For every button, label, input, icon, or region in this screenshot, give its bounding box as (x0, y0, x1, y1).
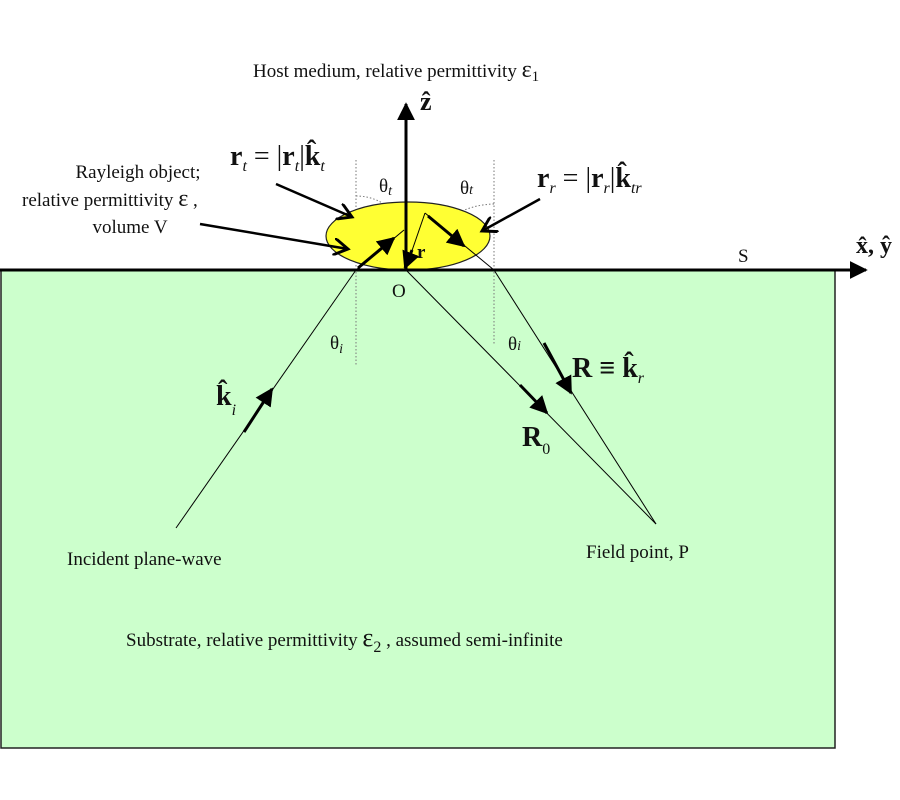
reflected-ray-line (493, 269, 657, 525)
theta-i-right-label: θi (508, 334, 521, 355)
rr-pointer (482, 197, 541, 231)
rt-pointer (275, 182, 352, 217)
transmitted-arrow (357, 236, 396, 270)
theta-t-left-label: θt (379, 176, 393, 199)
r-vector-label: r (417, 242, 426, 263)
origin-label: O (392, 281, 406, 302)
surface-label: S (738, 246, 749, 267)
ki-label: k̂i (216, 379, 236, 419)
z-axis-label: ẑ (420, 87, 432, 116)
reflected-inside-arrow (427, 214, 466, 248)
rayleigh-label-line3: volume V (92, 217, 167, 238)
rt-equation: rt = |rt|k̂t (230, 139, 325, 175)
volume-pointer (199, 222, 348, 249)
r0-arrow (518, 383, 549, 415)
rayleigh-label-line1: Rayleigh object; (75, 162, 200, 183)
rayleigh-label-line2: relative permittivity ε , (22, 186, 198, 212)
theta-t-right-label: θt (460, 178, 474, 199)
field-point-label: Field point, P (586, 542, 689, 563)
r-arrow (542, 342, 573, 395)
xy-axis-label: x̂, ŷ (856, 233, 892, 259)
theta-i-left-label: θi (330, 333, 343, 357)
r-unit-label: R ≡ k̂r (572, 351, 645, 387)
ki-arrow (242, 387, 274, 433)
r0-label: R0 (522, 422, 550, 458)
substrate-region (0, 269, 836, 749)
incident-plane-wave-label: Incident plane-wave (67, 549, 222, 570)
rr-equation: rr = |rr|k̂tr (537, 161, 642, 197)
r-vector-arrow (402, 249, 420, 270)
host-medium-label: Host medium, relative permittivity ε1 (253, 57, 539, 85)
substrate-label: Substrate, relative permittivity ε2 , as… (126, 623, 563, 656)
